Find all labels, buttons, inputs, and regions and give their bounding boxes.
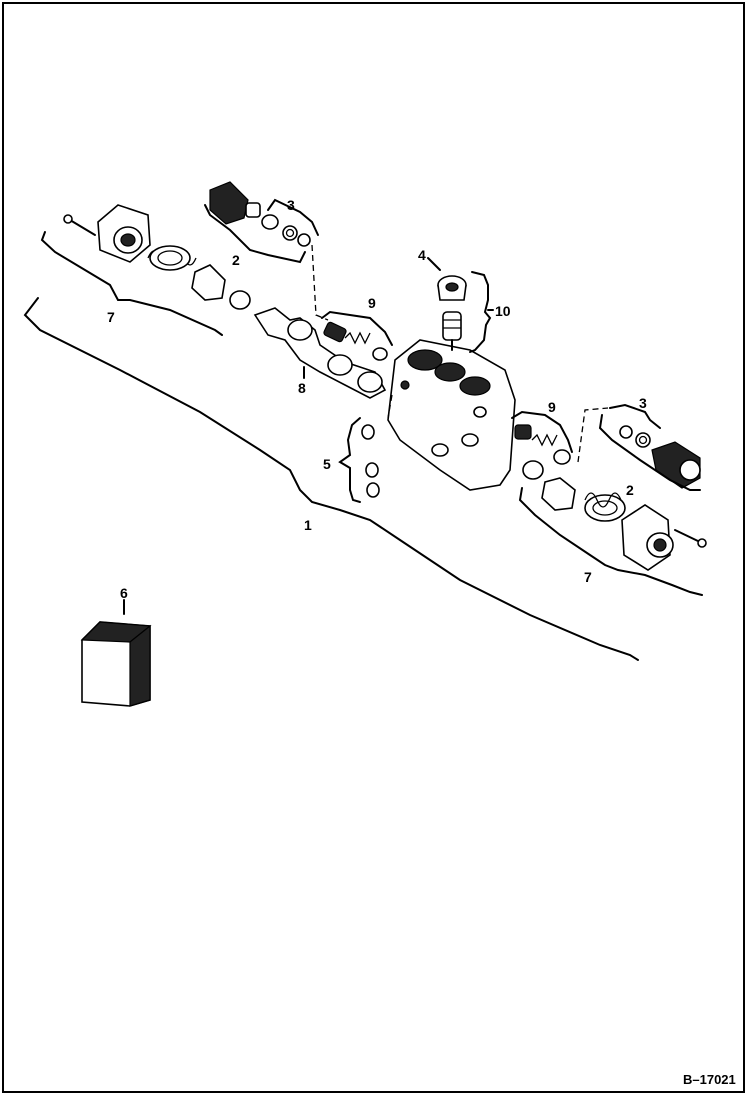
check-valve-upper [323,321,388,361]
callout-4: 4 [418,247,426,263]
callout-9-upper: 9 [368,295,376,311]
left-end-cap [97,204,151,263]
left-spring [147,245,197,271]
leader-dashed-lower [577,407,609,463]
callout-3-upper: 3 [287,197,295,213]
oring-upper-3 [282,225,311,247]
bracket-7-left [40,231,223,336]
bracket-7-right [518,487,703,596]
bracket-10 [469,271,492,353]
callout-7-left: 7 [107,309,115,325]
bracket-9-lower [511,410,573,453]
bracket-5 [338,417,361,503]
leader-4 [427,257,441,271]
bracket-3-upper [267,198,319,236]
spool [253,307,387,399]
callout-6: 6 [120,585,128,601]
callout-10: 10 [495,303,511,319]
seal-kit-box [80,621,152,707]
bracket-3-lower [609,403,661,429]
leader-dashed-upper [311,244,329,321]
right-bolt [674,529,707,548]
bracket-2-lower [598,414,701,491]
callout-9-lower: 9 [548,399,556,415]
left-bolt [63,214,96,236]
callout-8: 8 [298,380,306,396]
relief-valve-lower [651,441,701,489]
callout-7-right: 7 [584,569,592,585]
relief-valve-upper [209,181,279,230]
right-spring-seat [522,460,576,511]
bracket-2-upper [204,204,306,264]
poppet-10 [442,311,462,351]
right-spring [584,492,626,522]
plug-4 [437,275,467,301]
bracket-1 [23,297,639,661]
valve-body [387,339,516,491]
leader-dashed-body [387,394,393,419]
bracket-9-upper [321,310,393,346]
callout-2-upper: 2 [232,252,240,268]
check-valve-lower [514,424,571,465]
left-spring-seat [191,264,251,310]
callout-5: 5 [323,456,331,472]
reference-number: B–17021 [683,1072,736,1087]
callout-2-lower: 2 [626,482,634,498]
callout-1: 1 [304,517,312,533]
orings-5 [361,424,380,498]
oring-lower-3 [619,425,651,448]
callout-3-lower: 3 [639,395,647,411]
right-end-cap [621,504,674,571]
